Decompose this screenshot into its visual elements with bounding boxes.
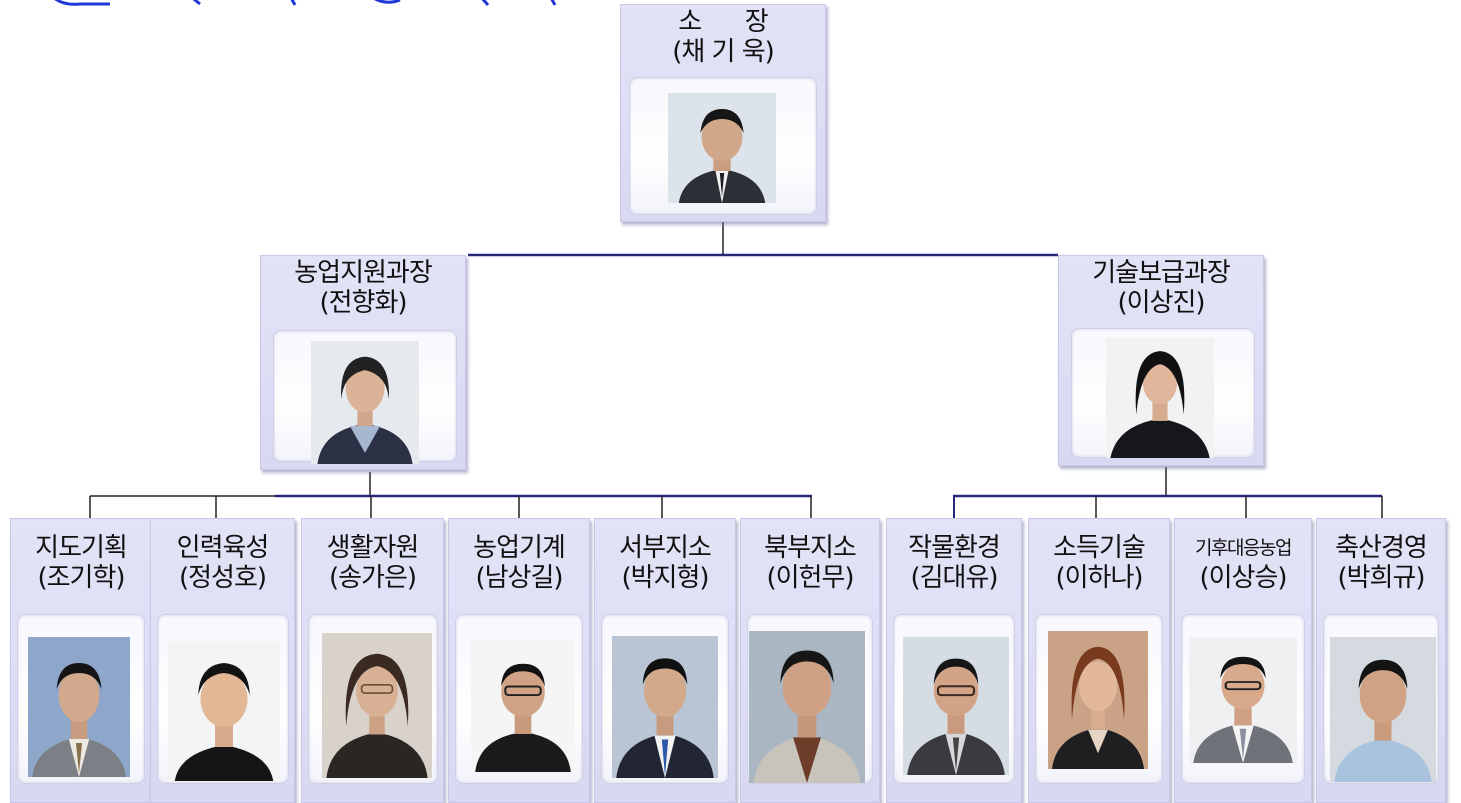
staff-name: (정성호) — [178, 563, 267, 593]
staff-name: (김대유) — [910, 563, 998, 593]
chief-label: 소 장 (채 기 욱) — [621, 7, 825, 67]
staff-title: 축산경영 — [1335, 533, 1428, 563]
staff-card-8: 소득기술 (이하나) — [1028, 518, 1170, 803]
staff-label: 생활자원 (송가은) — [302, 533, 443, 593]
manager-photo — [1106, 338, 1214, 458]
staff-photo — [1330, 637, 1436, 782]
staff-label: 북부지소 (이헌무) — [741, 533, 879, 593]
staff-name: (박희규) — [1337, 563, 1425, 593]
staff-label: 기후대응농업 (이상승) — [1175, 533, 1311, 593]
staff-name: (박지형) — [621, 563, 709, 593]
staff-name: (이하나) — [1055, 563, 1143, 593]
staff-card-1: 지도기획 (조기학) — [10, 518, 152, 803]
staff-name: (남상길) — [475, 563, 563, 593]
manager-name: (전향화) — [319, 288, 407, 318]
chief-name: (채 기 욱) — [672, 37, 775, 67]
staff-title: 농업기계 — [473, 533, 566, 563]
staff-title: 생활자원 — [326, 533, 420, 563]
staff-label: 서부지소 (박지형) — [595, 533, 735, 593]
staff-label: 인력육성 (정성호) — [151, 533, 294, 593]
staff-photo — [903, 637, 1009, 775]
staff-label: 작물환경 (김대유) — [887, 533, 1021, 593]
staff-label: 지도기획 (조기학) — [11, 533, 151, 593]
top-heading-fragment — [54, 0, 557, 6]
staff-photo — [168, 641, 280, 781]
staff-card-5: 서부지소 (박지형) — [594, 518, 736, 803]
staff-card-6: 북부지소 (이헌무) — [740, 518, 880, 803]
staff-title: 인력육성 — [176, 533, 270, 563]
staff-title: 기후대응농업 — [1195, 537, 1292, 559]
staff-title: 서부지소 — [619, 533, 712, 563]
staff-card-9: 기후대응농업 (이상승) — [1174, 518, 1312, 803]
chief-title: 소 장 — [678, 7, 768, 37]
staff-card-2: 인력육성 (정성호) — [150, 518, 295, 803]
staff-photo — [471, 639, 575, 772]
staff-card-10: 축산경영 (박희규) — [1316, 518, 1446, 803]
staff-photo — [1189, 637, 1297, 763]
manager-title: 기술보급과장 — [1092, 258, 1231, 288]
staff-photo — [1048, 631, 1148, 769]
staff-card-4: 농업기계 (남상길) — [448, 518, 590, 803]
staff-label: 소득기술 (이하나) — [1029, 533, 1169, 593]
staff-name: (송가은) — [328, 563, 417, 593]
staff-label: 축산경영 (박희규) — [1317, 533, 1445, 593]
staff-title: 북부지소 — [764, 533, 857, 563]
manager-card-agri-support: 농업지원과장 (전향화) — [260, 255, 466, 470]
staff-name: (이헌무) — [766, 563, 854, 593]
staff-title: 소득기술 — [1053, 533, 1146, 563]
chief-card: 소 장 (채 기 욱) — [620, 4, 826, 222]
manager-label: 기술보급과장 (이상진) — [1059, 258, 1263, 318]
staff-title: 지도기획 — [35, 533, 128, 563]
chief-photo — [668, 93, 776, 203]
staff-card-7: 작물환경 (김대유) — [886, 518, 1022, 803]
staff-photo — [749, 631, 865, 783]
staff-photo — [28, 637, 130, 777]
staff-card-3: 생활자원 (송가은) — [301, 518, 444, 803]
manager-label: 농업지원과장 (전향화) — [261, 258, 465, 318]
staff-label: 농업기계 (남상길) — [449, 533, 589, 593]
staff-name: (조기학) — [37, 563, 125, 593]
manager-photo — [311, 341, 419, 464]
staff-photo — [612, 636, 718, 778]
manager-card-tech-extension: 기술보급과장 (이상진) — [1058, 255, 1264, 466]
staff-title: 작물환경 — [908, 533, 1001, 563]
staff-name: (이상승) — [1199, 563, 1287, 593]
staff-photo — [322, 633, 432, 778]
manager-name: (이상진) — [1117, 288, 1205, 318]
manager-title: 농업지원과장 — [294, 258, 433, 288]
